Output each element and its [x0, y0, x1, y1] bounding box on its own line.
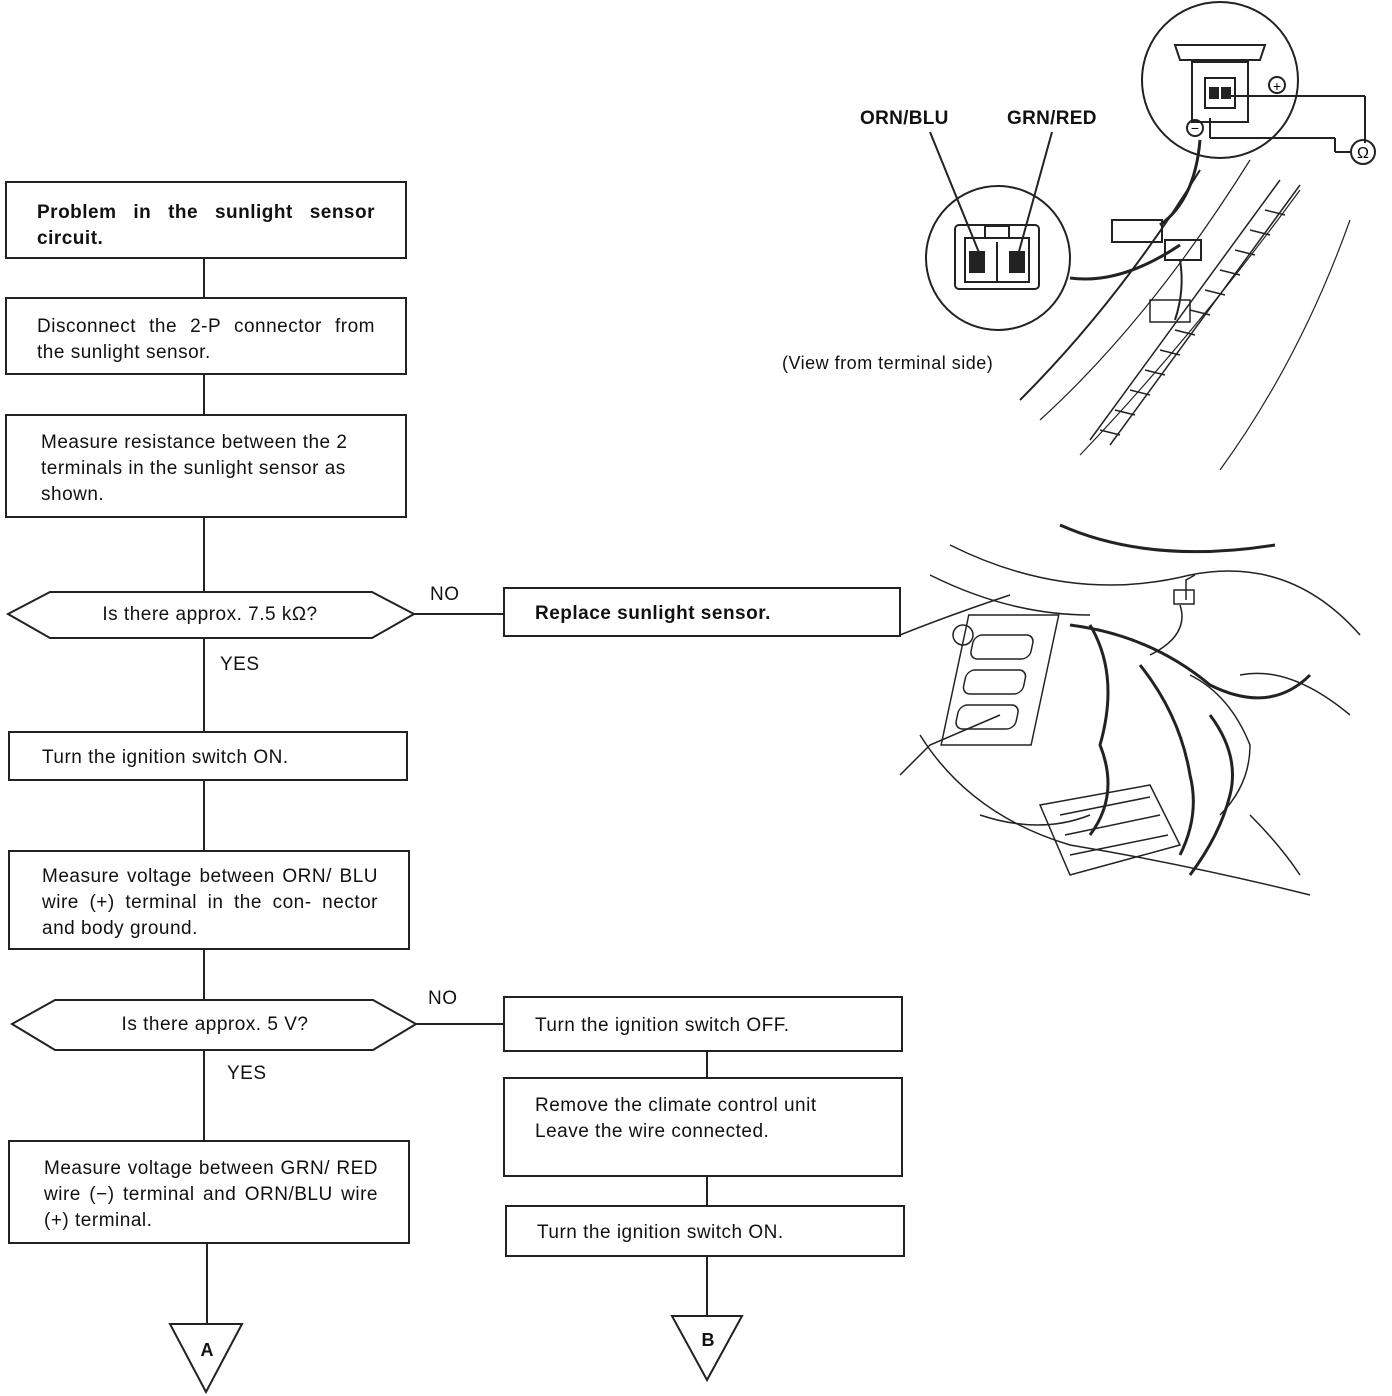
step-ignition-on-2-box: Turn the ignition switch ON. [505, 1205, 905, 1257]
decision-shape-resistance [5, 591, 417, 639]
step-disconnect-box: Disconnect the 2-P connector from the su… [5, 297, 407, 375]
step-remove-unit-text: Remove the climate control unit Leave th… [535, 1095, 817, 1142]
plus-terminal-symbol: + [1273, 78, 1281, 94]
decision-voltage-no-label: NO [428, 988, 458, 1009]
step-measure-resistance-box: Measure resistance between the 2 termina… [5, 414, 407, 518]
step-measure-voltage-box: Measure voltage between ORN/ BLU wire (+… [8, 850, 410, 950]
ohmmeter-symbol: Ω [1357, 145, 1369, 162]
decision-resistance-text: Is there approx. 7.5 kΩ? [102, 604, 318, 625]
decision-voltage-yes-label: YES [227, 1063, 267, 1084]
step-ignition-on-text: Turn the ignition switch ON. [42, 747, 289, 768]
step-ignition-off-text: Turn the ignition switch OFF. [535, 1015, 790, 1036]
view-caption: (View from terminal side) [782, 353, 994, 373]
wire-label-orn-blu: ORN/BLU [860, 108, 949, 129]
replace-sensor-text: Replace sunlight sensor. [535, 603, 771, 624]
step-measure-resistance-text: Measure resistance between the 2 termina… [41, 432, 348, 505]
connector-b-label: B [701, 1330, 715, 1350]
decision-resistance-no-label: NO [430, 584, 460, 605]
step-measure-grn-red-text: Measure voltage between GRN/ RED wire (−… [44, 1158, 378, 1231]
step-ignition-on-box: Turn the ignition switch ON. [8, 731, 408, 781]
step-problem-box: Problem in the sunlight sensor circuit. [5, 181, 407, 259]
step-ignition-off-box: Turn the ignition switch OFF. [503, 996, 903, 1052]
step-measure-grn-red-box: Measure voltage between GRN/ RED wire (−… [8, 1140, 410, 1244]
connector-b-shape [670, 1315, 744, 1383]
step-measure-voltage-text: Measure voltage between ORN/ BLU wire (+… [42, 866, 378, 939]
decision-shape-voltage [10, 999, 418, 1051]
decision-voltage-text: Is there approx. 5 V? [121, 1014, 309, 1035]
step-problem-text: Problem in the sunlight sensor circuit. [37, 202, 375, 249]
wire-label-grn-red: GRN/RED [1007, 108, 1097, 129]
dashboard-wiring-illustration [899, 523, 1361, 896]
step-remove-unit-box: Remove the climate control unit Leave th… [503, 1077, 903, 1177]
sunlight-sensor-connector-illustration: Ω + − [925, 1, 1376, 470]
replace-sensor-box: Replace sunlight sensor. [503, 587, 901, 637]
minus-terminal-symbol: − [1191, 120, 1199, 136]
connector-a-label: A [200, 1340, 214, 1360]
step-ignition-on-2-text: Turn the ignition switch ON. [537, 1222, 784, 1243]
connector-a-shape [168, 1323, 244, 1395]
decision-resistance-yes-label: YES [220, 654, 260, 675]
step-disconnect-text: Disconnect the 2-P connector from the su… [37, 316, 375, 363]
